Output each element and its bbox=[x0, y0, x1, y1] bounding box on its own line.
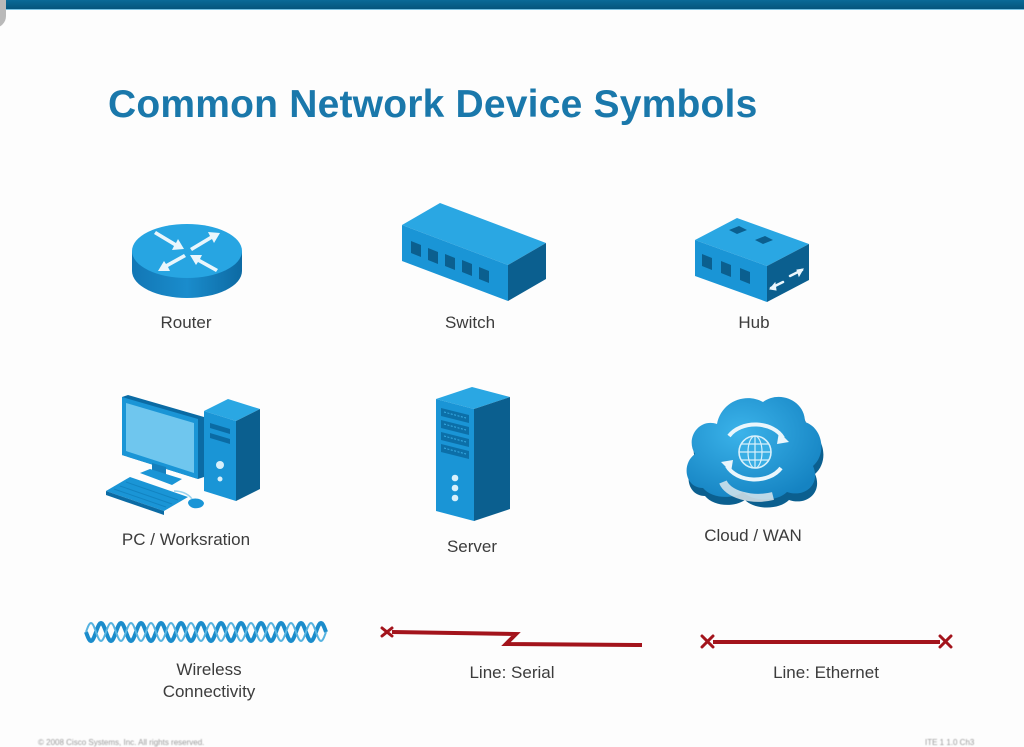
server-icon bbox=[436, 387, 510, 521]
switch-label: Switch bbox=[444, 313, 496, 332]
hub-icon bbox=[695, 218, 809, 302]
cloud-wan-label: Cloud / WAN bbox=[704, 526, 802, 545]
ethernet-label: Line: Ethernet bbox=[773, 663, 879, 682]
footer-course: ITE 1 1.0 Ch3 bbox=[925, 738, 975, 747]
pc-workstation-label: PC / Worksration bbox=[121, 530, 251, 549]
wireless-label-line2: Connectivity bbox=[162, 682, 256, 701]
wireless-label: Wireless Connectivity bbox=[163, 659, 256, 703]
pc-workstation-icon bbox=[106, 395, 260, 515]
hub-label: Hub bbox=[738, 313, 770, 332]
wireless-label-line1: Wireless bbox=[176, 660, 242, 679]
ethernet-line-icon bbox=[700, 634, 953, 649]
serial-label: Line: Serial bbox=[469, 663, 555, 682]
switch-icon bbox=[402, 203, 546, 301]
corner-tab bbox=[0, 0, 6, 28]
serial-line-icon bbox=[380, 626, 643, 647]
router-icon bbox=[132, 224, 242, 298]
footer-copyright: © 2008 Cisco Systems, Inc. All rights re… bbox=[38, 738, 205, 747]
cloud-wan-icon bbox=[686, 396, 824, 508]
header-bar bbox=[0, 0, 1024, 10]
slide-title: Common Network Device Symbols bbox=[108, 83, 758, 126]
wireless-wave-icon bbox=[84, 620, 328, 644]
router-label: Router bbox=[160, 313, 212, 332]
server-label: Server bbox=[446, 537, 498, 556]
